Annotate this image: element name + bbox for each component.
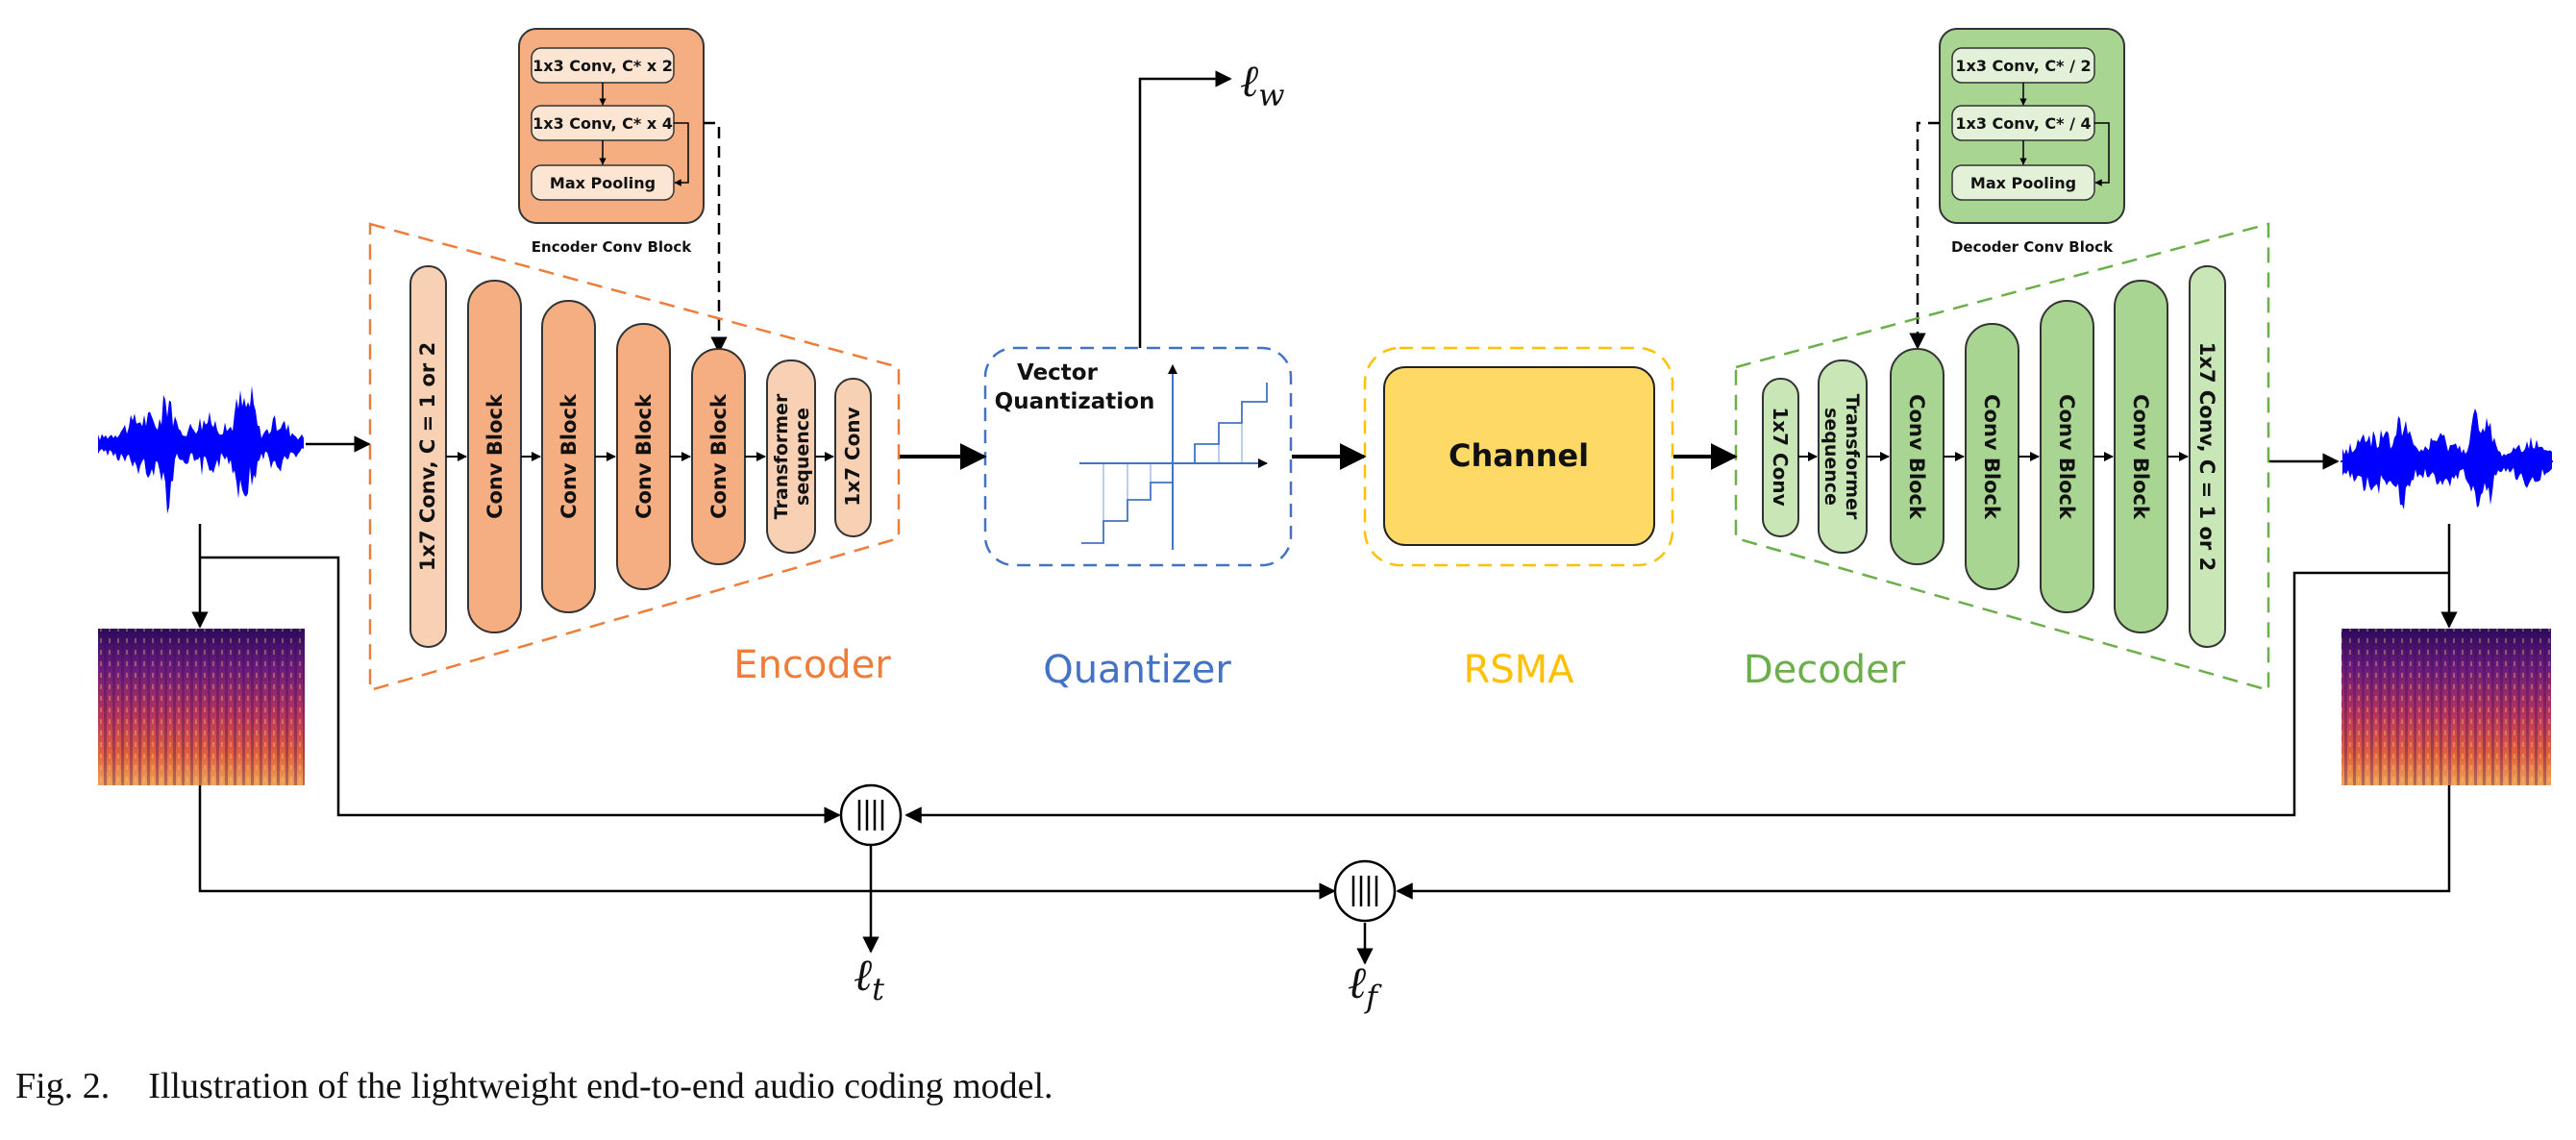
enc-detail-layer-2: 1x3 Conv, C* x 4 [533, 114, 673, 133]
decoder-layers: 1x7 Conv Transformersequence Conv Block … [1762, 265, 2226, 648]
encoder-trapezoid [368, 222, 901, 692]
dec-detail-layer-3: Max Pooling [1970, 174, 2076, 192]
figure-caption: Fig. 2. Illustration of the lightweight e… [15, 1065, 1053, 1107]
quantizer-title-1: Vector [1017, 360, 1099, 385]
rsma-label: RSMA [1463, 648, 1574, 692]
enc-detail-layer-1: 1x3 Conv, C* x 2 [533, 57, 673, 75]
encoder-conv-block-title: Encoder Conv Block [532, 238, 692, 256]
channel-label: Channel [1449, 437, 1589, 474]
encoder-label: Encoder [733, 643, 891, 687]
caption-number: Fig. 2. [15, 1066, 111, 1106]
loss-connections [191, 524, 2458, 965]
caption-text: Illustration of the lightweight end-to-e… [148, 1066, 1053, 1106]
decoder-layer-7: 1x7 Conv, C = 1 or 2 [2195, 342, 2218, 571]
encoder-detail-pointer [704, 121, 728, 354]
encoder-layer-4: Conv Block [632, 393, 656, 519]
decoder-detail-pointer [1909, 121, 1940, 350]
decoder-layer-1: 1x7 Conv [1769, 407, 1792, 506]
rsma-box [1363, 346, 1674, 567]
input-waveform [98, 385, 304, 514]
encoder-layer-7: 1x7 Conv [841, 407, 864, 506]
time-loss-node [839, 783, 903, 847]
input-spectrogram-texture [98, 629, 305, 785]
quantizer-title-2: Quantization [995, 389, 1155, 414]
quantization-staircase-graph [1079, 364, 1268, 550]
encoder-layers: 1x7 Conv, C = 1 or 2 Conv Block Conv Blo… [409, 265, 872, 648]
decoder-conv-block-title: Decoder Conv Block [1951, 238, 2114, 256]
loss-lw: ℓw [1240, 55, 1285, 113]
output-waveform [2341, 408, 2553, 509]
decoder-layer-6: Conv Block [2129, 394, 2152, 520]
encoder-layer-5: Conv Block [707, 393, 731, 519]
channel-box [1383, 366, 1655, 546]
output-spectrogram-texture [2341, 629, 2551, 785]
encoder-layer-6: Transformersequence [771, 393, 813, 519]
loss-lt: ℓt [854, 949, 884, 1007]
encoder-layer-2: Conv Block [483, 393, 507, 519]
encoder-conv-block-detail: 1x3 Conv, C* x 2 1x3 Conv, C* x 4 Max Po… [518, 28, 705, 224]
decoder-label: Decoder [1744, 648, 1906, 692]
decoder-layer-3: Conv Block [1905, 394, 1928, 520]
lw-arrow [1138, 70, 1232, 348]
quantizer-label: Quantizer [1043, 648, 1231, 692]
decoder-layer-4: Conv Block [1980, 394, 2003, 520]
decoder-layer-2: Transformersequence [1821, 394, 1863, 520]
decoder-layer-5: Conv Block [2055, 394, 2078, 520]
dec-detail-layer-1: 1x3 Conv, C* / 2 [1955, 57, 2091, 75]
decoder-conv-block-detail: 1x3 Conv, C* / 2 1x3 Conv, C* / 4 Max Po… [1939, 28, 2125, 224]
encoder-layer-1: 1x7 Conv, C = 1 or 2 [416, 342, 439, 571]
encoder-layer-3: Conv Block [557, 393, 581, 519]
frequency-loss-node [1333, 859, 1397, 923]
loss-lf: ℓf [1348, 956, 1382, 1015]
dec-detail-layer-2: 1x3 Conv, C* / 4 [1955, 114, 2091, 133]
enc-detail-layer-3: Max Pooling [550, 174, 656, 192]
decoder-trapezoid [1734, 222, 2270, 692]
